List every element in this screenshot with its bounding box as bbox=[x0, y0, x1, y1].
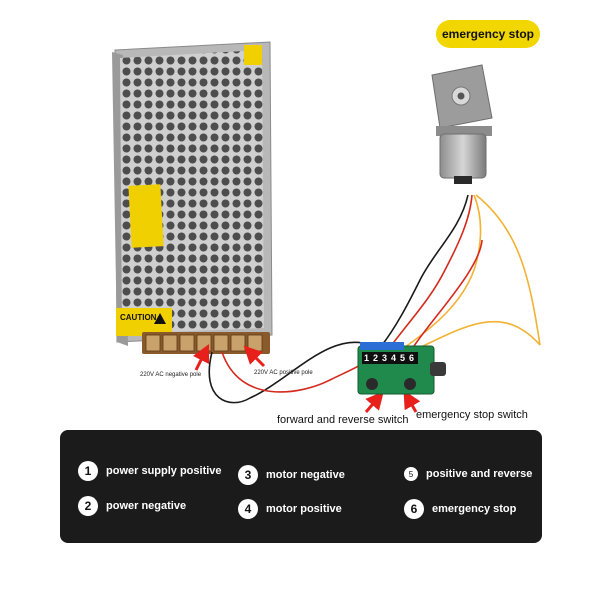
forward-reverse-switch-knob bbox=[366, 378, 378, 390]
legend-number: 2 bbox=[78, 496, 98, 516]
legend-item: 2 power negative bbox=[78, 496, 186, 516]
legend-number: 5 bbox=[404, 467, 418, 481]
wiring-photo: CAUTION ! bbox=[112, 20, 541, 426]
legend-label: emergency stop bbox=[432, 503, 517, 515]
speed-knob bbox=[430, 362, 446, 376]
legend-number: 6 bbox=[404, 499, 424, 519]
pin-label: 6 bbox=[409, 353, 414, 363]
legend-item: 4 motor positive bbox=[238, 499, 342, 519]
legend-label: motor positive bbox=[266, 503, 342, 515]
terminal-arrows bbox=[192, 343, 421, 413]
pin-label: 5 bbox=[400, 353, 405, 363]
legend-item: 3 motor negative bbox=[238, 465, 345, 485]
legend-number: 4 bbox=[238, 499, 258, 519]
legend-label: positive and reverse bbox=[426, 468, 533, 480]
legend-label: power supply positive bbox=[106, 465, 222, 477]
positive-pole-caption: 220V AC positive pole bbox=[254, 370, 313, 376]
legend-item: 5 positive and reverse bbox=[404, 467, 532, 481]
legend-item: 6 emergency stop bbox=[404, 499, 516, 519]
pin-label: 2 bbox=[373, 353, 378, 363]
legend-item: 1 power supply positive bbox=[78, 461, 222, 481]
emergency-stop-badge: emergency stop bbox=[436, 20, 540, 48]
geared-motor bbox=[431, 64, 493, 184]
legend-number: 1 bbox=[78, 461, 98, 481]
legend-number: 3 bbox=[238, 465, 258, 485]
power-supply: CAUTION ! bbox=[112, 41, 273, 354]
wiring-illustration: CAUTION ! bbox=[112, 41, 541, 413]
legend-label: motor negative bbox=[266, 469, 345, 481]
pin-label: 1 bbox=[364, 353, 369, 363]
forward-reverse-switch-label: forward and reverse switch bbox=[277, 414, 409, 426]
emergency-stop-switch-knob bbox=[404, 378, 416, 390]
negative-pole-caption: 220V AC negative pole bbox=[140, 372, 202, 378]
pin-legend: 1 power supply positive 2 power negative… bbox=[60, 430, 542, 543]
pin-numbers: 1 2 3 4 5 6 bbox=[364, 353, 414, 363]
controller-board: 1 2 3 4 5 6 bbox=[357, 342, 446, 395]
warning-label: CAUTION ! bbox=[120, 313, 161, 322]
emergency-stop-switch-label: emergency stop switch bbox=[416, 409, 528, 421]
pin-label: 4 bbox=[391, 353, 396, 363]
pin-label: 3 bbox=[382, 353, 387, 363]
legend-label: power negative bbox=[106, 500, 187, 512]
